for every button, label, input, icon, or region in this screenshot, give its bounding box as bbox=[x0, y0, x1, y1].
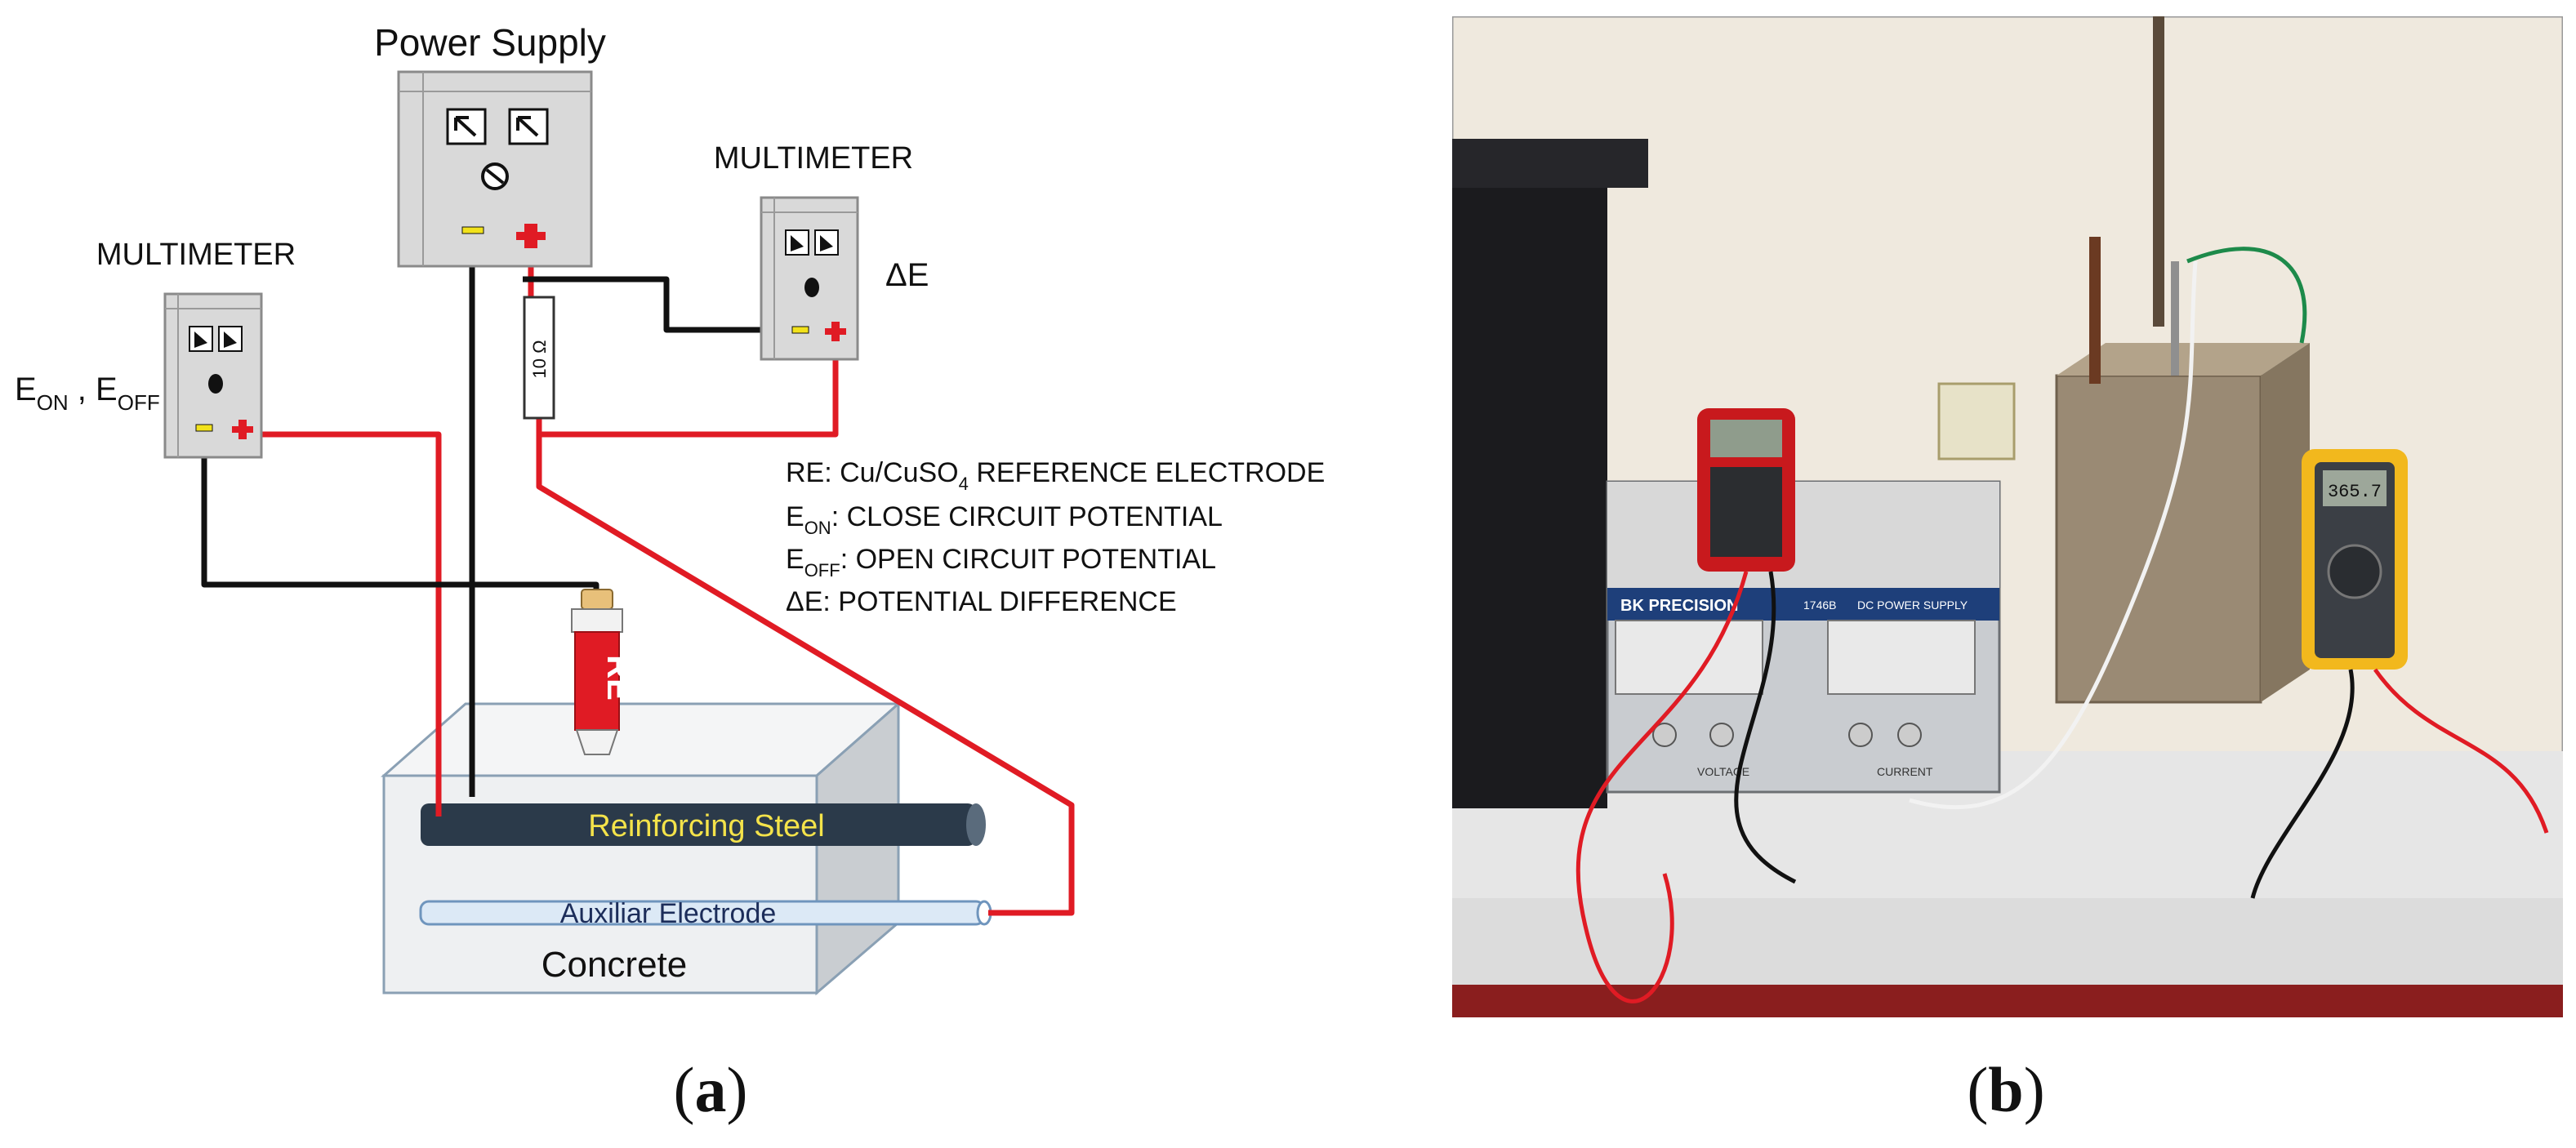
right-multimeter-title: MULTIMETER bbox=[714, 141, 913, 176]
auxiliar-electrode-tube bbox=[419, 900, 992, 926]
power-supply-positive-terminal bbox=[516, 224, 546, 248]
left-multimeter-positive-terminal bbox=[232, 420, 253, 439]
reinforcing-steel-label: Reinforcing Steel bbox=[588, 809, 824, 843]
lab-photo: BK PRECISION 1746B DC POWER SUPPLY VOLTA… bbox=[1452, 16, 2563, 1017]
psu-current: CURRENT bbox=[1877, 765, 1933, 778]
legend-delta-e: ΔE: POTENTIAL DIFFERENCE bbox=[786, 586, 1177, 617]
right-multimeter-positive-terminal bbox=[825, 322, 846, 341]
left-multimeter-knob-icon bbox=[208, 374, 223, 394]
resistor bbox=[523, 296, 555, 420]
caption-b: (b) bbox=[1967, 1054, 2045, 1125]
re-probe-label: RE bbox=[600, 655, 636, 701]
fluke-reading: 365.7 bbox=[2328, 482, 2382, 502]
reinforcing-steel-bar bbox=[421, 803, 986, 846]
wall-outlet bbox=[1937, 382, 2016, 461]
psu-model: 1746B bbox=[1803, 598, 1836, 612]
psu-voltage: VOLTAGE bbox=[1697, 765, 1749, 778]
handheld-multimeter bbox=[1697, 408, 1795, 572]
photo-wires bbox=[1575, 247, 2549, 1003]
right-multimeter-knob-icon bbox=[804, 278, 819, 297]
legend-re: RE: Cu/CuSO4 REFERENCE ELECTRODE bbox=[786, 457, 1325, 494]
bench-red-strip bbox=[1452, 985, 2563, 1017]
caption-a: (a) bbox=[673, 1054, 748, 1125]
left-multimeter-negative-terminal bbox=[195, 424, 213, 432]
dc-power-supply bbox=[1606, 480, 2001, 794]
monitor bbox=[1452, 155, 1607, 808]
fluke-multimeter bbox=[2302, 449, 2408, 670]
concrete-label: Concrete bbox=[541, 945, 688, 985]
power-supply-box bbox=[397, 70, 593, 268]
schematic-diagram: Reinforcing Steel Auxiliar Electrode Con… bbox=[15, 21, 1325, 996]
delta-e-label: ΔE bbox=[885, 257, 929, 293]
power-supply-negative-terminal bbox=[461, 226, 484, 234]
auxiliar-electrode-label: Auxiliar Electrode bbox=[560, 898, 777, 929]
left-multimeter-box bbox=[163, 292, 263, 459]
legend-eon: EON: CLOSE CIRCUIT POTENTIAL bbox=[786, 501, 1223, 538]
reference-electrode-probe bbox=[571, 589, 623, 755]
power-supply-title: Power Supply bbox=[374, 21, 606, 64]
psu-name: DC POWER SUPPLY bbox=[1857, 598, 1968, 612]
lab-stand-rod bbox=[2153, 16, 2164, 327]
eon-eoff-label: EON , EOFF bbox=[15, 372, 160, 415]
left-multimeter-title: MULTIMETER bbox=[96, 238, 296, 272]
resistor-label: 10 Ω bbox=[529, 340, 550, 378]
legend-eoff: EOFF: OPEN CIRCUIT POTENTIAL bbox=[786, 544, 1216, 581]
psu-brand: BK PRECISION bbox=[1620, 597, 1738, 615]
legend: RE: Cu/CuSO4 REFERENCE ELECTRODE EON: CL… bbox=[786, 457, 1325, 617]
right-multimeter-box bbox=[760, 196, 859, 361]
right-multimeter-negative-terminal bbox=[791, 326, 809, 334]
